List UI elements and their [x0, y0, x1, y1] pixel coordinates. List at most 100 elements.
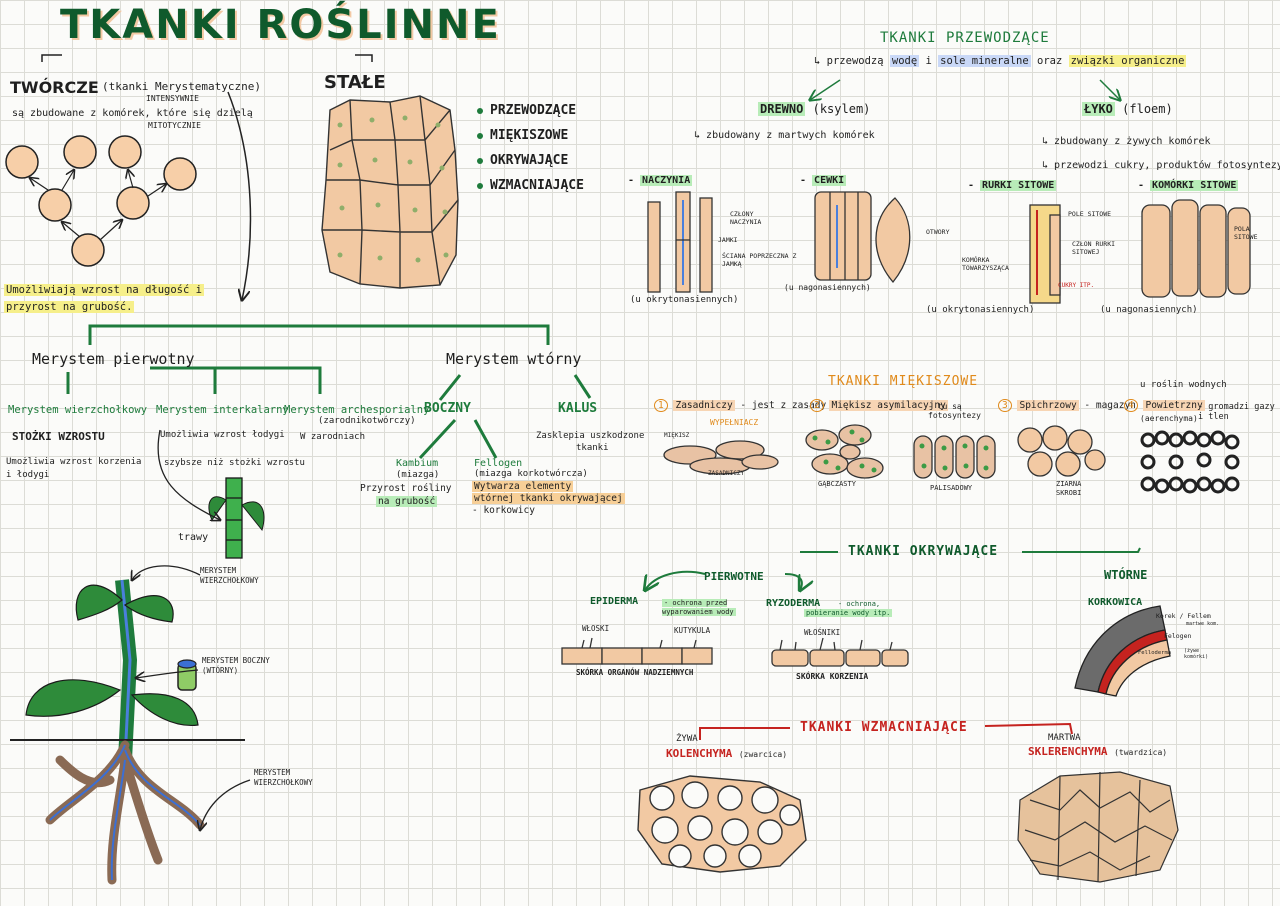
text-line: Zasklepia uszkodzone: [536, 431, 645, 441]
epiderma-desc: - ochrona przed wyparowaniem wody: [662, 599, 762, 617]
parenchyma-illustrations: [663, 424, 1240, 494]
bracket-left: [41, 54, 62, 62]
korkowica-label: (żywe komórki): [1184, 648, 1209, 660]
item-name: Zasadniczy: [673, 400, 735, 411]
text: i: [925, 55, 932, 67]
cewki-label: OTWORY: [926, 228, 950, 236]
naczynia-label: ŚCIANA POPRZECZNA Z JAMKĄ: [722, 252, 797, 268]
korkowica-label: Felogen: [1164, 632, 1192, 640]
boczny-label: BOCZNY: [424, 401, 471, 416]
kolenchyma-row: KOLENCHYMA (zwarcica): [666, 747, 787, 760]
cewki-title: CEWKI: [812, 175, 847, 186]
stale-heading: STAŁE: [324, 72, 386, 93]
text-line: Umożliwia wzrost korzenia: [6, 457, 142, 467]
komorki-title-row: - KOMÓRKI SITOWE: [1138, 180, 1239, 191]
item-name: Miękisz asymilacyjny: [829, 400, 948, 411]
item-name: Spichrzowy: [1017, 400, 1079, 411]
epiderma-caption: SKÓRKA ORGANÓW NADZIEMNYCH: [576, 668, 694, 677]
miekisz-label: ZASADNICZY: [708, 470, 745, 477]
miekisz-label: GĄBCZASTY: [818, 480, 856, 488]
naczynia-title-row: - NACZYNIA: [628, 175, 693, 186]
dermal-lines: [645, 547, 1141, 590]
lyko-text: ↳ zbudowany z żywych komórek ↳ przewodzi…: [1042, 130, 1280, 178]
rurki-label: KOMÓRKA TOWARZYSZĄCA: [962, 256, 1009, 272]
sclerenchyma-illustration: [1017, 771, 1179, 883]
stale-list-item: MIĘKISZOWE: [490, 128, 569, 143]
archesporialny-sub: (zarodnikotwórczy): [318, 416, 416, 426]
meristem-tree-lines: [66, 324, 592, 460]
rurki-label: POLE SITOWE: [1068, 210, 1112, 218]
item-number: 1: [654, 399, 668, 412]
text: - ochrona przed wyparowaniem wody: [662, 599, 736, 616]
bamboo-illustration: [157, 429, 265, 559]
miekisz-sub: (aerenchyma): [1140, 414, 1198, 423]
epiderma-label: WŁOSKI: [582, 624, 610, 633]
wierzcholkowy-sub: STOŻKI WZROSTU: [12, 430, 105, 443]
rurki-note: (u okrytonasiennych): [926, 305, 1035, 315]
rurki-title: RURKI SITOWE: [980, 180, 1057, 191]
smiley-cell: [116, 186, 150, 220]
drewno-sub: (ksylem): [812, 102, 871, 116]
ryzoderma-caption: SKÓRKA KORZENIA: [796, 672, 869, 681]
kambium-sub: (miazga): [396, 470, 440, 480]
wierzcholkowy-title: Merystem wierzchołkowy: [8, 404, 148, 416]
miekisz-desc: - gromadzi gazy i tlen: [1198, 402, 1275, 422]
interkalarny-title: Merystem interkalarny: [156, 404, 289, 416]
item-number: 3: [998, 399, 1012, 412]
sklerenchyma-title: SKLERENCHYMA: [1028, 745, 1108, 758]
kalus-title: KALUS: [558, 401, 598, 416]
text: ↳: [814, 55, 827, 67]
ryzoderma-label: WŁOŚNIKI: [804, 628, 841, 637]
text-line: Przyrost rośliny: [360, 483, 452, 494]
smiley-cell: [5, 145, 39, 179]
okrywajace-heading: TKANKI OKRYWAJĄCE: [848, 544, 999, 559]
cewki-title-row: - CEWKI: [800, 175, 847, 186]
wierzcholkowy-text: Umożliwia wzrost korzenia i łodygi: [6, 456, 141, 482]
tracheid-illustration: [814, 191, 911, 284]
interkalarny-text-1: Umożliwia wzrost łodygi: [160, 430, 285, 440]
smiley-cell: [71, 233, 105, 267]
miekisz-label: MIĘKISZ: [664, 432, 690, 439]
vessel-illustration: [647, 191, 713, 293]
kambium-title: Kambium: [396, 458, 439, 469]
text-line: WIERZCHOŁKOWY: [254, 778, 313, 787]
lyko-title: ŁYKO: [1082, 102, 1115, 116]
long-arrow: [227, 91, 252, 300]
archesporialny-title: Merystem archesporialny: [284, 404, 430, 416]
naczynia-label: JAMKI: [718, 236, 738, 244]
intensywnie-label: INTENSYWNIE: [146, 94, 199, 103]
plant-illustration: [10, 565, 251, 885]
text-line: (WTÓRNY): [202, 666, 239, 675]
text: oraz: [1037, 55, 1063, 67]
tissue-dots: [337, 115, 449, 263]
stale-list-item: WZMACNIAJĄCE: [490, 178, 584, 193]
tworcze-note: Umożliwiają wzrost na długość i przyrost…: [4, 282, 204, 316]
item-desc: - magazyn: [1084, 400, 1136, 411]
fellogen-text: Wytwarza elementy wtórnej tkanki okrywaj…: [472, 481, 625, 517]
miekisz-label: PALISADOWY: [930, 484, 973, 492]
epidermis-illustration: [561, 637, 713, 665]
kolenchyma-title: KOLENCHYMA: [666, 747, 733, 760]
smiley-cell: [108, 135, 142, 169]
mitotycznie-label: MITOTYCZNIE: [148, 121, 201, 130]
fellogen-sub: (miazga korkotwórcza): [474, 469, 588, 479]
epiderma-label: KUTYKULA: [674, 626, 711, 635]
ryzoderma-desc: - ochrona, pobieranie wody itp.: [804, 600, 893, 618]
korkowica-label: Felloderma: [1138, 650, 1172, 656]
text-line: MERYSTEM: [254, 768, 291, 777]
trawy-label: trawy: [178, 532, 209, 543]
wtorne-label: WTÓRNE: [1104, 568, 1148, 582]
miekisz-pre: u roślin wodnych: [1140, 380, 1227, 390]
text-line: - korkowicy: [472, 505, 535, 516]
drewno-title-row: DREWNO (ksylem): [758, 102, 870, 116]
highlight-minerals: sole mineralne: [938, 55, 1031, 67]
rurki-label: CUKRY ITP.: [1058, 282, 1095, 289]
tworcze-note-line: Umożliwiają wzrost na długość i: [4, 284, 204, 296]
rurki-title-row: - RURKI SITOWE: [968, 180, 1057, 191]
text: przewodzą: [826, 55, 884, 67]
fellogen-title: Fellogen: [474, 458, 523, 469]
list-bullets: [477, 108, 483, 189]
